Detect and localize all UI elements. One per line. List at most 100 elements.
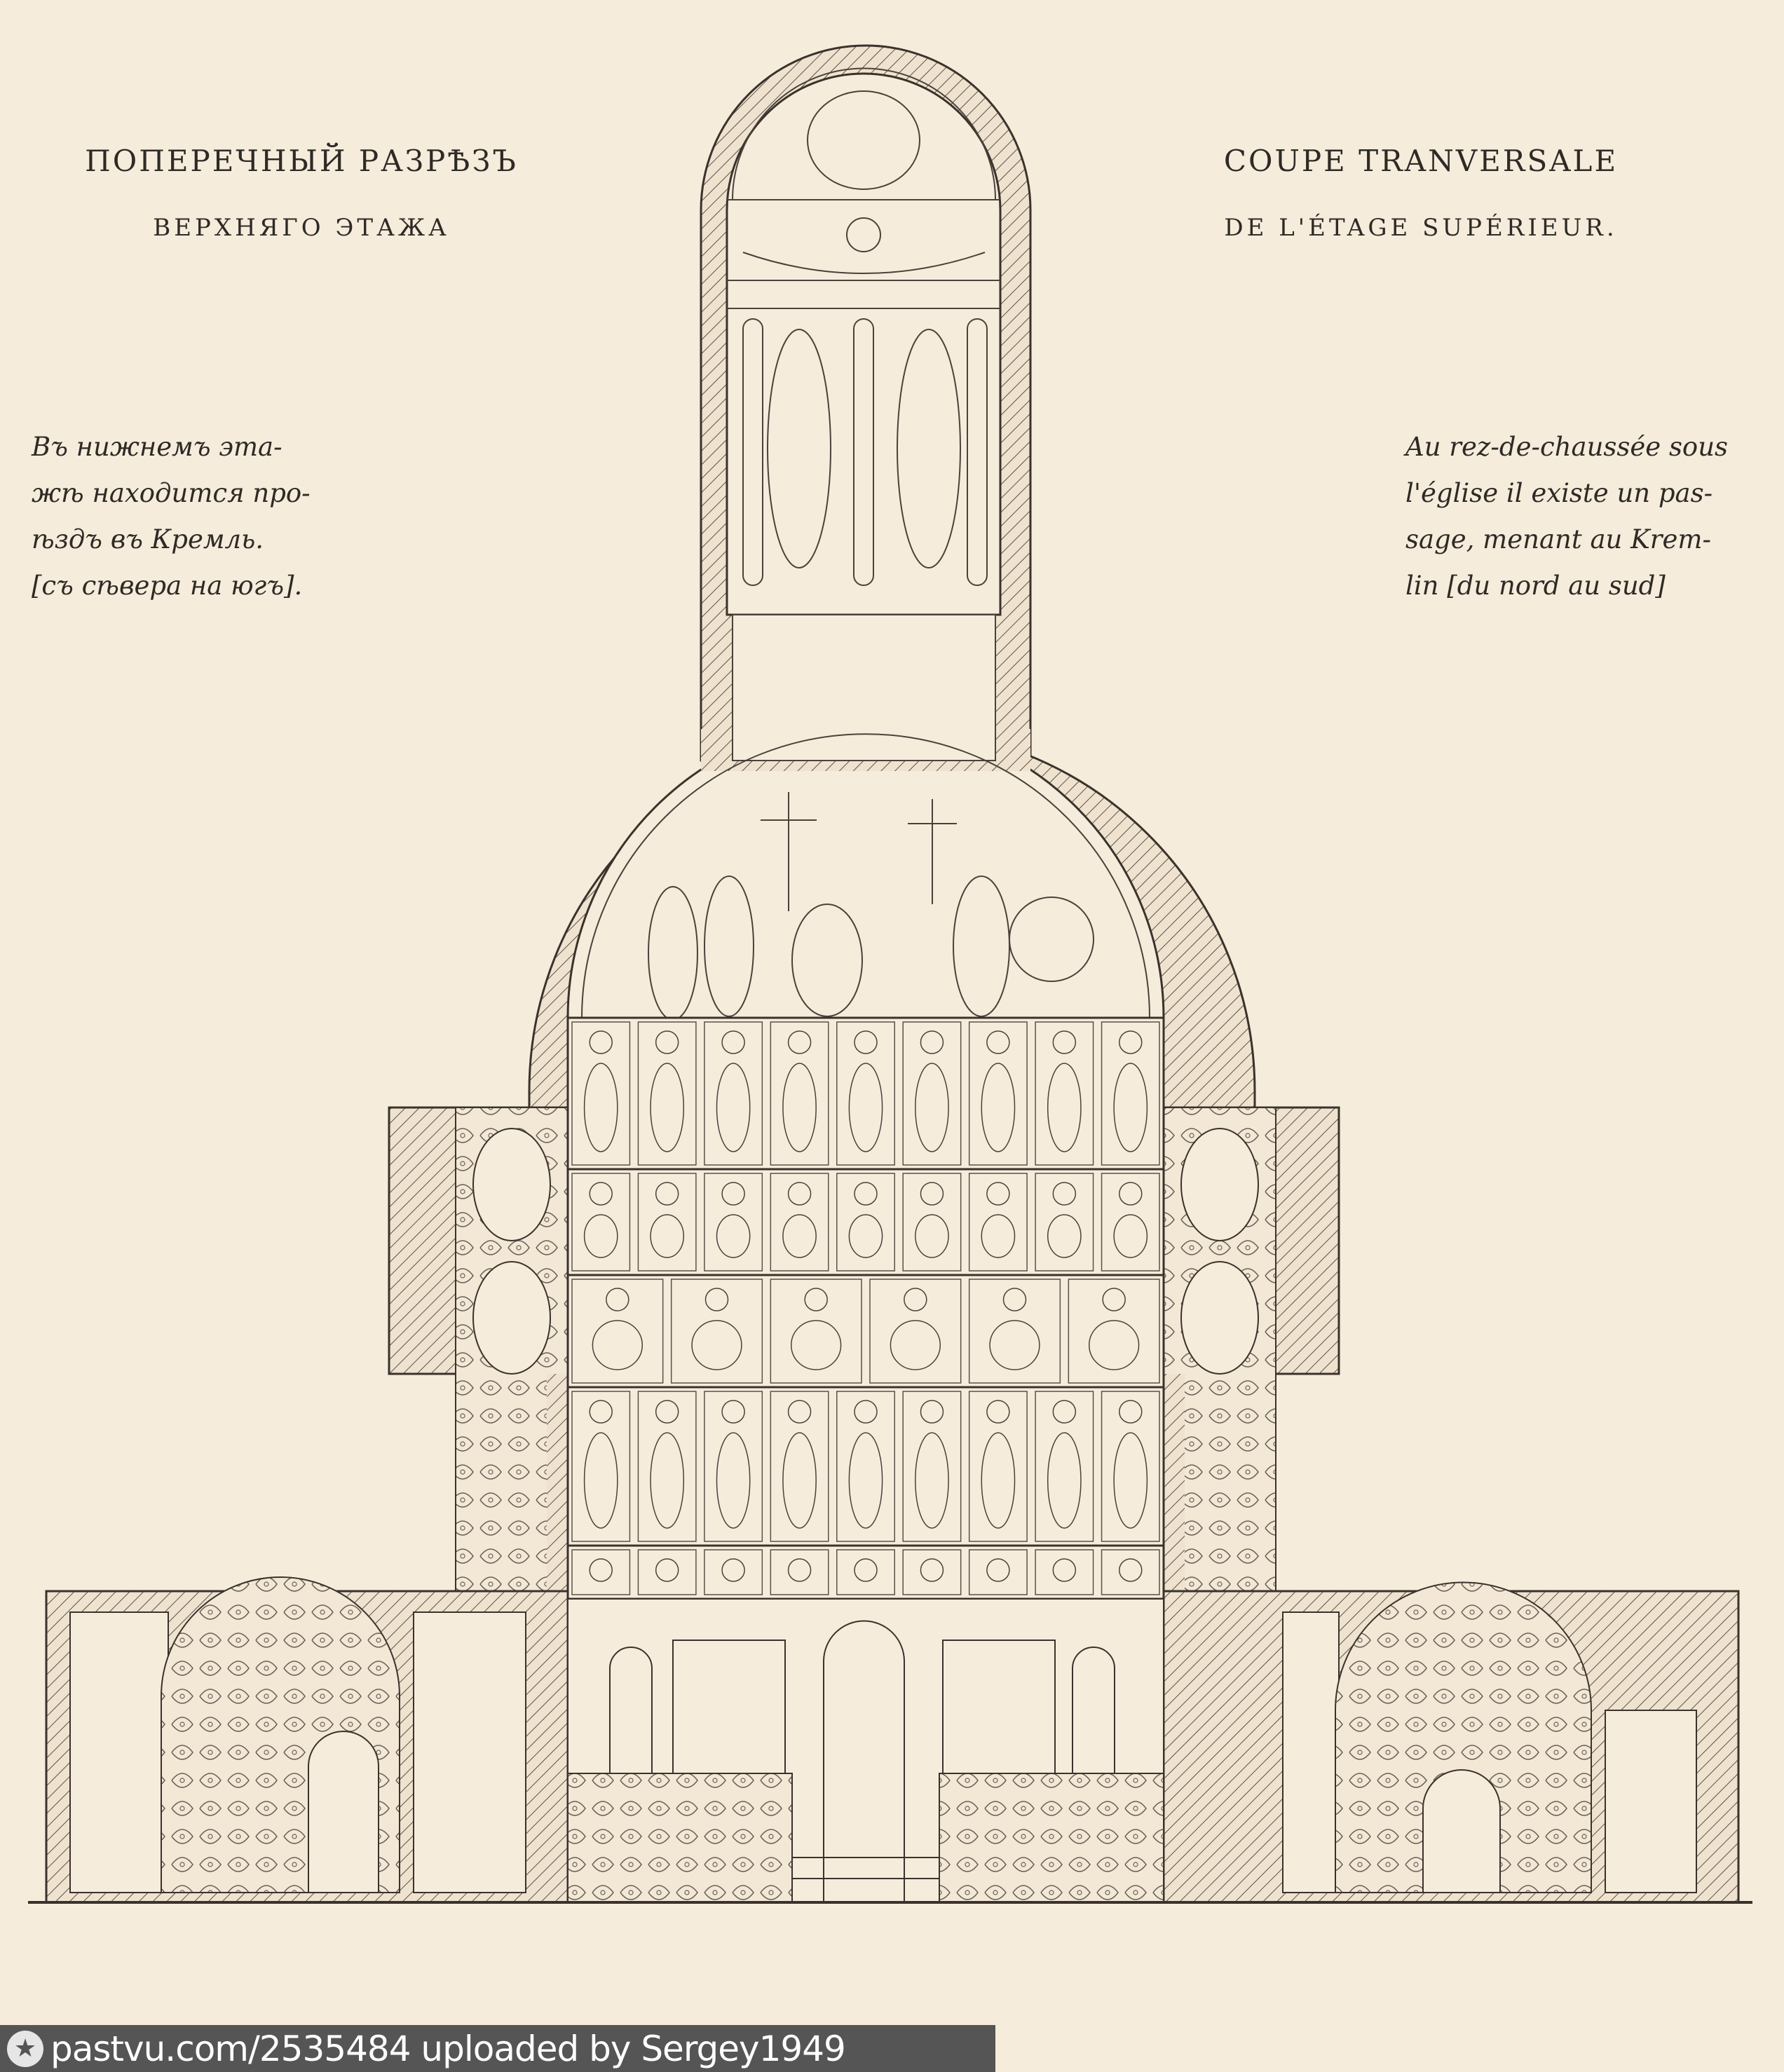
saint-figure [583, 1214, 618, 1258]
icon-panel [902, 1549, 962, 1595]
saint-figure [915, 1063, 949, 1152]
icon-panel [637, 1391, 697, 1542]
icon-panel [704, 1021, 763, 1166]
icon-panel [1101, 1391, 1160, 1542]
saint-halo [721, 1400, 745, 1424]
icon-panel [968, 1173, 1028, 1272]
saint-figure [592, 1320, 643, 1370]
drum-walls [700, 44, 1032, 762]
icon-tier [566, 1544, 1165, 1600]
saint-halo [721, 1558, 745, 1582]
saint-figure [848, 1432, 883, 1529]
icon-panel [770, 1549, 829, 1595]
note-line: Въ нижнемъ эта- [32, 432, 282, 462]
icon-panel [836, 1021, 895, 1166]
note-line: ѣздъ въ Кремль. [32, 524, 264, 554]
icon-panel [1068, 1279, 1160, 1384]
saint-halo [854, 1558, 878, 1582]
icon-panel [770, 1173, 829, 1272]
saint-halo [787, 1558, 812, 1582]
saint-halo [1102, 1288, 1126, 1311]
saint-halo [589, 1558, 613, 1582]
saint-halo [655, 1030, 679, 1054]
saint-figure [981, 1214, 1016, 1258]
saint-figure [1047, 1214, 1082, 1258]
icon-tier [566, 1168, 1165, 1276]
saint-figure [782, 1214, 817, 1258]
icon-panel [770, 1021, 829, 1166]
icon-panel [670, 1279, 763, 1384]
icon-panel [571, 1549, 631, 1595]
saint-halo [986, 1030, 1010, 1054]
icon-panel [571, 1279, 664, 1384]
saint-figure [791, 1320, 842, 1370]
saint-halo [655, 1400, 679, 1424]
saint-figure [1047, 1432, 1082, 1529]
saint-figure [650, 1214, 685, 1258]
icon-panel [968, 1279, 1061, 1384]
saint-halo [920, 1182, 944, 1206]
saint-halo [854, 1030, 878, 1054]
note-line: Au rez-de-chaussée sous [1405, 432, 1729, 462]
saint-halo [1002, 1288, 1027, 1311]
saint-figure [782, 1063, 817, 1152]
note-line: l'église il existe un pas- [1405, 478, 1713, 508]
note-line: lin [du nord au sud] [1405, 571, 1666, 601]
saint-figure [716, 1432, 751, 1529]
saint-halo [986, 1182, 1010, 1206]
saint-figure [848, 1063, 883, 1152]
french-title: COUPE TRANVERSALE [1223, 144, 1619, 178]
icon-panel [869, 1279, 962, 1384]
iconostasis-tiers [566, 1016, 1165, 1600]
saint-halo [1052, 1400, 1077, 1424]
icon-panel [1035, 1021, 1094, 1166]
icon-panel [637, 1549, 697, 1595]
saint-halo [704, 1288, 729, 1311]
saint-halo [655, 1558, 679, 1582]
saint-halo [721, 1182, 745, 1206]
saint-halo [606, 1288, 629, 1311]
saint-halo [904, 1288, 927, 1311]
saint-halo [589, 1182, 613, 1206]
royal-doors [567, 1598, 1164, 1903]
saint-figure [1113, 1063, 1148, 1152]
watermark-banner[interactable]: ★ pastvu.com/2535484 uploaded by Sergey1… [0, 2025, 995, 2072]
icon-panel [704, 1173, 763, 1272]
saint-halo [787, 1182, 812, 1206]
saint-halo [986, 1558, 1010, 1582]
icon-panel [704, 1391, 763, 1542]
icon-panel [571, 1173, 631, 1272]
saint-halo [787, 1400, 812, 1424]
saint-halo [1052, 1558, 1077, 1582]
saint-figure [981, 1063, 1016, 1152]
saint-figure [583, 1063, 618, 1152]
saint-figure [650, 1432, 685, 1529]
icon-panel [836, 1391, 895, 1542]
icon-panel [968, 1391, 1028, 1542]
icon-panel [1101, 1021, 1160, 1166]
saint-figure [782, 1432, 817, 1529]
watermark-text[interactable]: pastvu.com/2535484 uploaded by Sergey194… [50, 2028, 846, 2069]
saint-figure [890, 1320, 941, 1370]
icon-panel [637, 1173, 697, 1272]
crucifixion-fresco [581, 733, 1150, 1021]
star-icon: ★ [7, 2030, 43, 2067]
saint-halo [1119, 1030, 1143, 1054]
icon-tier [566, 1386, 1165, 1547]
french-note: Au rez-de-chaussée sous l'église il exis… [1405, 424, 1728, 609]
icon-panel [1101, 1549, 1160, 1595]
saint-halo [589, 1030, 613, 1054]
saint-figure [1113, 1432, 1148, 1529]
main-walls [388, 1106, 1340, 1599]
saint-halo [920, 1558, 944, 1582]
icon-panel [770, 1391, 829, 1542]
saint-halo [920, 1030, 944, 1054]
icon-panel [836, 1173, 895, 1272]
icon-panel [571, 1391, 631, 1542]
saint-figure [691, 1320, 742, 1370]
icon-panel [1035, 1549, 1094, 1595]
saint-halo [854, 1400, 878, 1424]
russian-subtitle: ВЕРХНЯГО ЭТАЖА [153, 214, 450, 242]
icon-panel [770, 1279, 862, 1384]
